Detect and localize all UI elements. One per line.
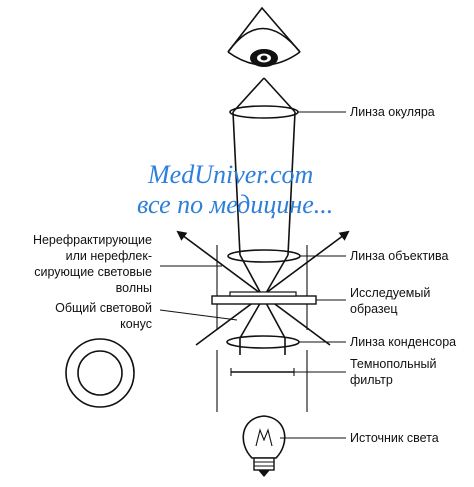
microscope-tube	[216, 245, 308, 412]
annular-filter-icon	[65, 338, 135, 408]
condenser-lens-label: Линза конденсора	[350, 335, 456, 349]
specimen-label-line2: образец	[350, 302, 398, 316]
label-pointers-left	[159, 265, 238, 321]
specimen-label-line1: Исследуемый	[350, 286, 430, 300]
light-cone-label-line2: конус	[120, 317, 152, 331]
objective-lens	[227, 249, 301, 263]
watermark-line2: все по медицине...	[137, 190, 333, 219]
darkfield-filter-label-line1: Темнопольный	[350, 357, 436, 371]
darkfield-filter-stop	[230, 368, 295, 376]
eyepiece-lens	[229, 105, 299, 119]
nonrefracted-label-line3: сирующие световые	[34, 265, 152, 279]
specimen-slide	[211, 291, 317, 305]
nonrefracted-label-line1: Нерефрактирующие	[33, 233, 152, 247]
light-bulb-icon	[242, 415, 286, 477]
eye-icon	[227, 6, 301, 67]
eyepiece-lens-label: Линза окуляра	[350, 105, 435, 119]
watermark-line1: MedUniver.com	[147, 160, 313, 189]
nonrefracted-light-arrows	[176, 230, 350, 346]
condenser-lens	[226, 335, 300, 349]
nonrefracted-label-line4: волны	[116, 281, 152, 295]
nonrefracted-label-line2: или нерефлек-	[66, 249, 152, 263]
light-source-label: Источник света	[350, 431, 439, 445]
darkfield-filter-label-line2: фильтр	[350, 373, 393, 387]
label-pointers-right	[280, 111, 346, 439]
objective-lens-label: Линза объектива	[350, 249, 449, 263]
light-cone-label-line1: Общий световой	[55, 301, 152, 315]
